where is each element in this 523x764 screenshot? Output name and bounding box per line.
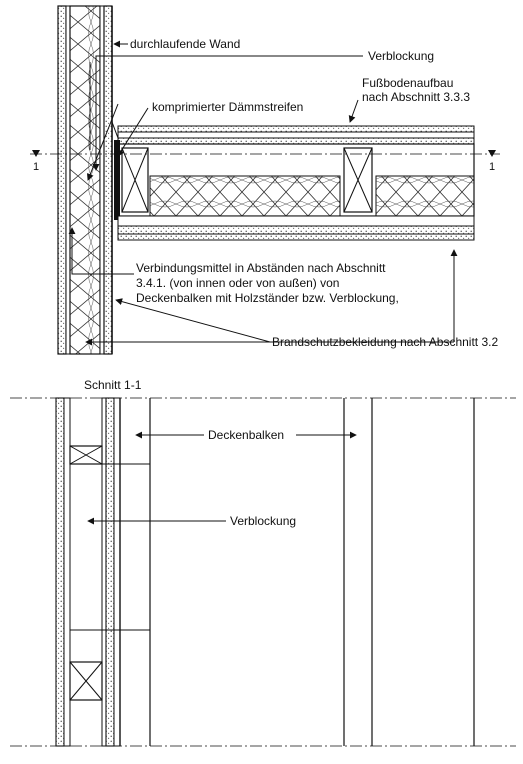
label-floor-line2: nach Abschnitt 3.3.3 [362,90,470,104]
label-blocking-section: Verblockung [230,514,296,528]
label-continuous-wall: durchlaufende Wand [130,37,240,51]
leader-lines [68,40,458,346]
ceiling-cladding [117,215,475,241]
label-joists: Deckenbalken [208,428,284,442]
section-blocking [69,445,150,701]
label-fastener-line2: 3.4.1. (von innen oder von außen) von [136,276,339,290]
section-mark-right: 1 [489,161,495,173]
wall-section [57,5,113,355]
section-line-1-1 [30,150,500,157]
label-floor-line1: Fußbodenaufbau [362,76,453,90]
label-fastener-line3: Deckenbalken mit Holzständer bzw. Verblo… [136,291,399,305]
section-title: Schnitt 1-1 [84,378,142,392]
section-joists [149,398,475,746]
label-insulation-strip: komprimierter Dämmstreifen [152,100,303,114]
label-blocking-top: Verblockung [368,49,434,63]
joist-layer [114,140,475,220]
blocking-top [121,147,373,213]
section-leaders [87,431,357,525]
section-boundaries [10,397,516,747]
label-fire-protection: Brandschutzbekleidung nach Abschnitt 3.2 [272,335,498,349]
section-mark-left: 1 [33,161,39,173]
floor-build-up [111,121,475,145]
label-fastener-line1: Verbindungsmittel in Abständen nach Absc… [136,261,386,275]
